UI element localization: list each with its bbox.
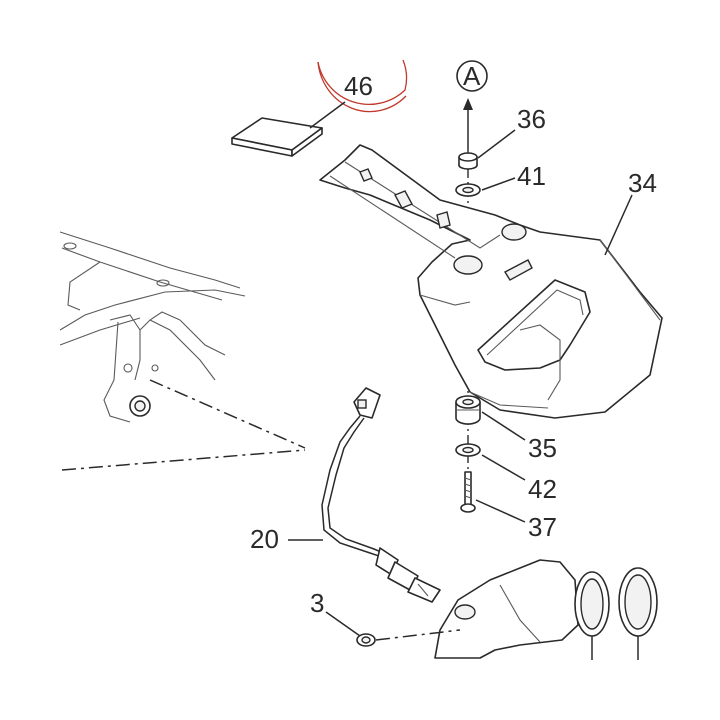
- reference-arrow-a: [456, 60, 488, 150]
- leader-41: [481, 177, 516, 191]
- callout-36: 36: [517, 104, 546, 134]
- leader-42: [481, 454, 526, 481]
- callout-46: 46: [344, 71, 373, 101]
- highlight-circle: [317, 59, 408, 106]
- part-35-grommet: [455, 395, 481, 425]
- leader-3: [325, 611, 361, 637]
- callout-34: 34: [628, 168, 657, 198]
- leader-46: [309, 101, 346, 129]
- part-41-washer: [455, 183, 481, 197]
- leader-35: [481, 411, 526, 441]
- callout-20: 20: [250, 524, 279, 554]
- callout-42: 42: [528, 474, 557, 504]
- leader-37: [475, 499, 526, 523]
- part-3-nut: [356, 633, 376, 647]
- leader-36: [477, 129, 516, 159]
- part-20-sensor: [321, 387, 441, 603]
- part-37-bolt: [460, 471, 476, 513]
- part-34-bracket: [319, 144, 663, 419]
- callout-3: 3: [310, 588, 324, 618]
- highlight-circle-lower: [317, 61, 407, 113]
- reference-label-a: A: [463, 61, 481, 91]
- frame-structure: [59, 231, 246, 423]
- leader-34: [604, 194, 633, 256]
- reference-line-lower: [61, 449, 306, 471]
- reference-line-upper: [149, 379, 306, 449]
- part-36-nut: [458, 152, 478, 170]
- callout-37: 37: [528, 512, 557, 542]
- exhaust-pipe: [434, 559, 658, 660]
- callout-35: 35: [528, 433, 557, 463]
- callout-41: 41: [517, 161, 546, 191]
- part-42-washer: [455, 443, 481, 457]
- part-46-pad: [231, 117, 323, 157]
